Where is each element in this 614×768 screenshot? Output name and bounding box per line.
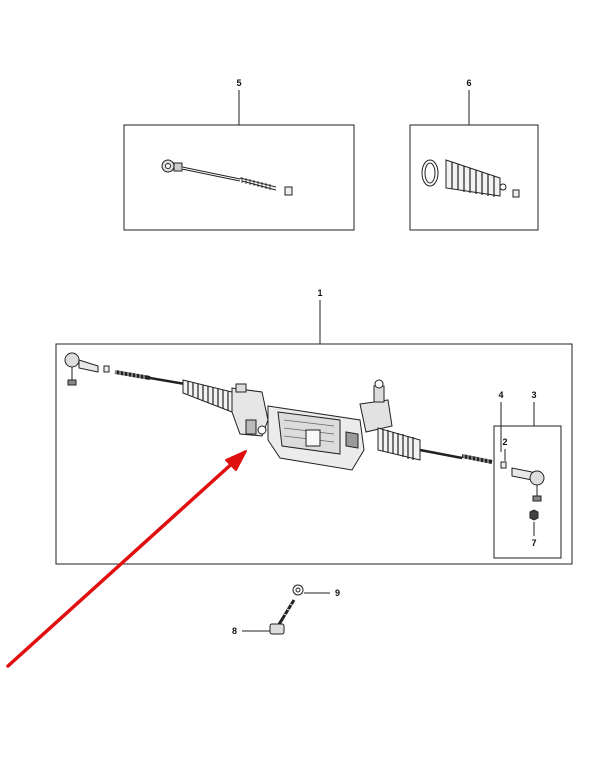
red-arrow-annotation (6, 450, 247, 668)
callout-group-4: 4 (498, 390, 504, 452)
callout-group-8: 8 (232, 599, 296, 636)
callout-7: 7 (531, 538, 536, 548)
callout-group-5: 5 (123, 78, 355, 231)
inner-tie-rod-part (161, 159, 293, 196)
callout-group-3: 3 (493, 390, 562, 559)
outer-tie-rod-box (493, 425, 562, 559)
mounting-bolt (269, 599, 296, 635)
callout-group-2: 2 (502, 437, 508, 461)
callout-group-9: 9 (292, 584, 340, 598)
callout-4: 4 (498, 390, 503, 400)
left-tie-rod-end (64, 352, 110, 386)
inner-tie-rod-box (123, 124, 355, 231)
callout-6: 6 (466, 78, 471, 88)
steering-gear-box (55, 343, 573, 565)
callout-3: 3 (531, 390, 536, 400)
callout-9: 9 (335, 588, 340, 598)
callout-group-6: 6 (409, 78, 539, 231)
boot-kit-part (421, 159, 520, 198)
callout-8: 8 (232, 626, 237, 636)
callout-2: 2 (502, 437, 507, 447)
steering-gear-assembly (64, 352, 493, 471)
right-tie-rod-end (500, 461, 545, 502)
boot-kit-box (409, 124, 539, 231)
callout-group-1: 1 (55, 288, 573, 565)
callout-5: 5 (236, 78, 241, 88)
callout-group-7: 7 (529, 509, 539, 548)
callout-1: 1 (317, 288, 322, 298)
